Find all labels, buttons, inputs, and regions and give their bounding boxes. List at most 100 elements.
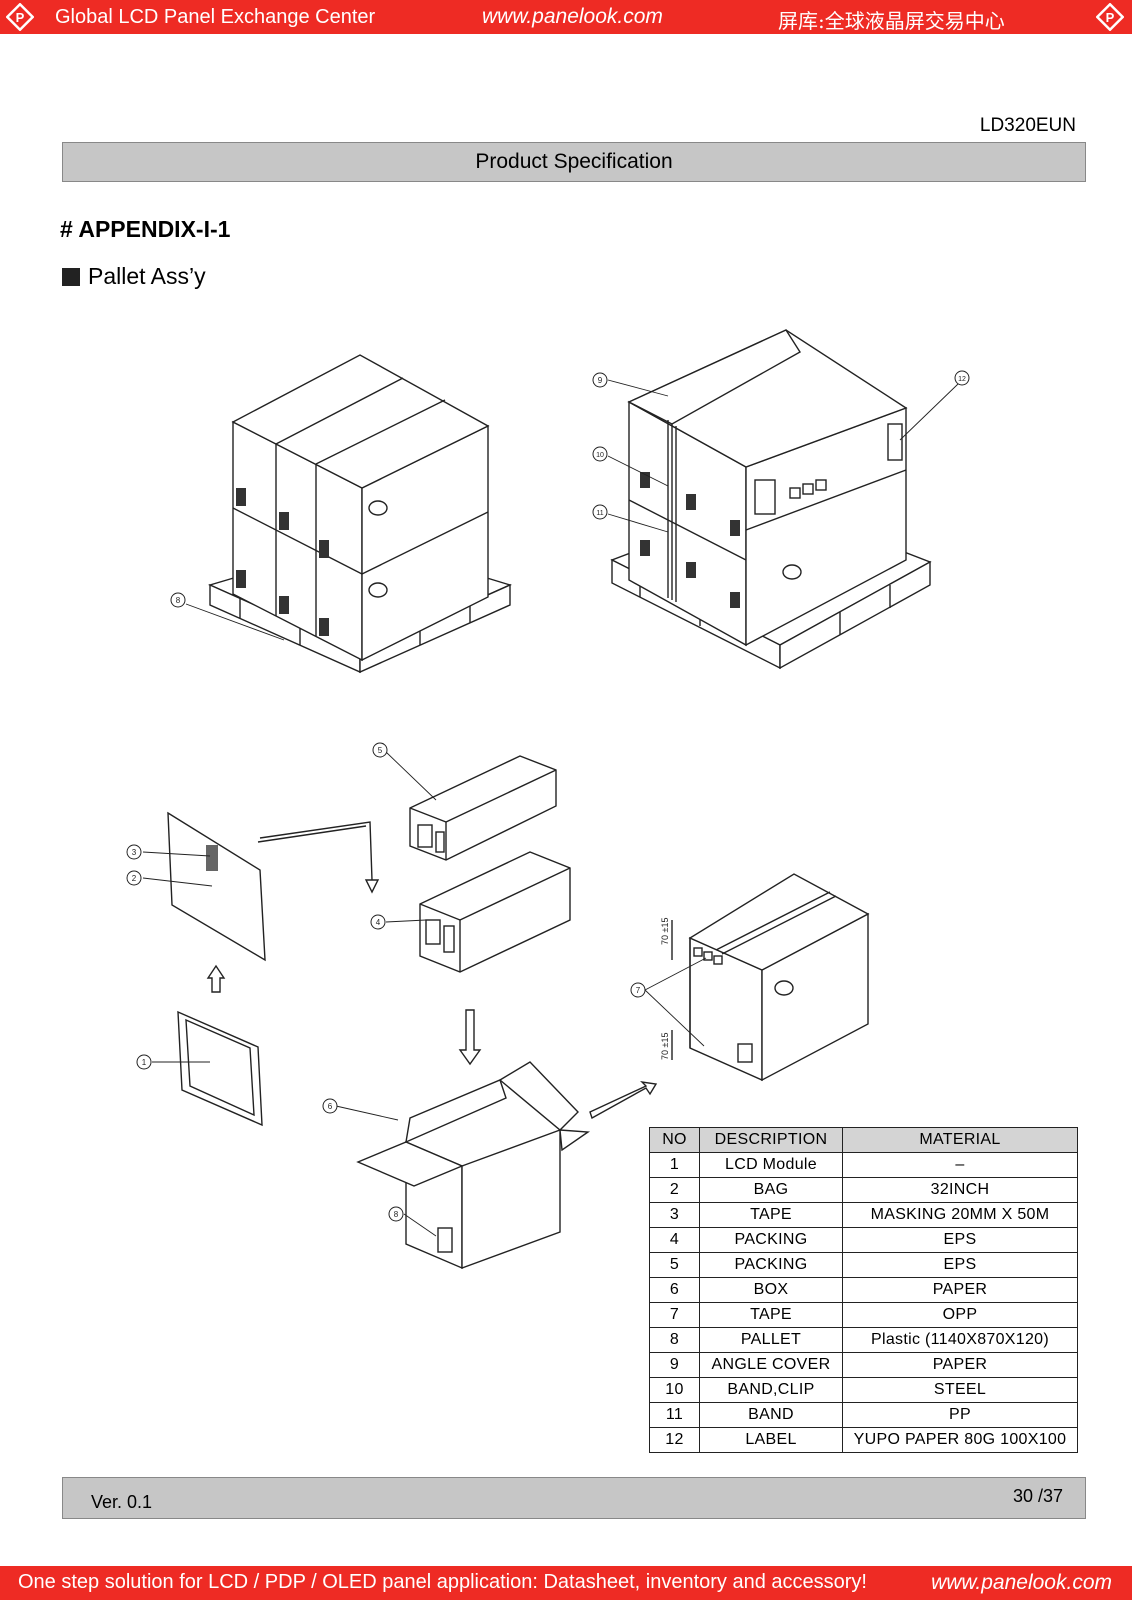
svg-text:P: P bbox=[1106, 10, 1115, 25]
header-url-link[interactable]: www.panelook.com bbox=[482, 5, 663, 28]
callout-marker-12: 12 bbox=[954, 370, 970, 386]
cell-no: 8 bbox=[649, 1327, 700, 1353]
callout-marker-7: 7 bbox=[630, 982, 646, 998]
callout-marker-3: 3 bbox=[126, 844, 142, 860]
callout-number: 2 bbox=[132, 874, 137, 883]
header-right-text: 屏库:全球液晶屏交易中心 bbox=[778, 9, 1005, 33]
cell-material: EPS bbox=[842, 1227, 1078, 1253]
model-number: LD320EUN bbox=[979, 115, 1076, 136]
cell-no: 7 bbox=[649, 1302, 700, 1328]
callout-marker-11: 11 bbox=[592, 504, 608, 520]
cell-description: TAPE bbox=[699, 1302, 843, 1328]
cell-no: 9 bbox=[649, 1352, 700, 1378]
cell-description: LABEL bbox=[699, 1427, 843, 1453]
svg-text:70 ±15: 70 ±15 bbox=[660, 1033, 670, 1060]
site-footer: One step solution for LCD / PDP / OLED p… bbox=[0, 1566, 1132, 1600]
callout-number: 10 bbox=[596, 452, 604, 459]
callout-marker-4: 4 bbox=[370, 914, 386, 930]
svg-text:70 ±15: 70 ±15 bbox=[660, 918, 670, 945]
col-header-no: NO bbox=[649, 1127, 700, 1153]
cell-material: PP bbox=[842, 1402, 1078, 1428]
version-label: Ver. 0.1 bbox=[91, 1492, 153, 1512]
panelook-logo-icon: P bbox=[6, 3, 34, 31]
pallet-assembly-left bbox=[207, 354, 512, 674]
callout-number: 9 bbox=[598, 376, 603, 385]
cell-description: PACKING bbox=[699, 1252, 843, 1278]
cell-description: TAPE bbox=[699, 1202, 843, 1228]
callout-marker-2: 2 bbox=[126, 870, 142, 886]
svg-text:P: P bbox=[16, 10, 25, 25]
appendix-heading: # APPENDIX-I-1 bbox=[60, 216, 231, 242]
callout-marker-10: 10 bbox=[592, 446, 608, 462]
spec-title: Product Specification bbox=[475, 150, 673, 173]
exploded-packing-view: 70 ±15 70 ±15 bbox=[167, 755, 870, 1270]
callout-number: 8 bbox=[394, 1210, 399, 1219]
cell-no: 6 bbox=[649, 1277, 700, 1303]
callout-number: 5 bbox=[378, 746, 383, 755]
cell-description: BOX bbox=[699, 1277, 843, 1303]
cell-material: MASKING 20MM X 50M bbox=[842, 1202, 1078, 1228]
callout-marker-6: 6 bbox=[322, 1098, 338, 1114]
cell-material: – bbox=[842, 1152, 1078, 1178]
section-title: Pallet Ass’y bbox=[88, 263, 206, 289]
cell-no: 2 bbox=[649, 1177, 700, 1203]
cell-material: Plastic (1140X870X120) bbox=[842, 1327, 1078, 1353]
cell-description: PACKING bbox=[699, 1227, 843, 1253]
cell-material: OPP bbox=[842, 1302, 1078, 1328]
callout-number: 6 bbox=[328, 1102, 333, 1111]
callout-marker-9: 9 bbox=[592, 372, 608, 388]
square-bullet-icon bbox=[62, 267, 80, 286]
cell-description: PALLET bbox=[699, 1327, 843, 1353]
cell-no: 1 bbox=[649, 1152, 700, 1178]
cell-material: YUPO PAPER 80G 100X100 bbox=[842, 1427, 1078, 1453]
callout-leaders bbox=[142, 379, 959, 1237]
cell-material: EPS bbox=[842, 1252, 1078, 1278]
footer-url-link[interactable]: www.panelook.com bbox=[931, 1571, 1112, 1594]
packing-drawing: 70 ±15 70 ±15 bbox=[142, 329, 959, 1270]
cell-description: BAG bbox=[699, 1177, 843, 1203]
cell-description: BAND,CLIP bbox=[699, 1377, 843, 1403]
footer-tagline: One step solution for LCD / PDP / OLED p… bbox=[18, 1571, 867, 1593]
callout-marker-5: 5 bbox=[372, 742, 388, 758]
callout-marker-8b: 8 bbox=[388, 1206, 404, 1222]
section-heading: Pallet Ass’y bbox=[62, 263, 206, 290]
callout-number: 4 bbox=[376, 918, 381, 927]
callout-number: 1 bbox=[142, 1058, 147, 1067]
table-header-row: NO DESCRIPTION MATERIAL bbox=[649, 1127, 1078, 1153]
cell-no: 10 bbox=[649, 1377, 700, 1403]
cell-description: LCD Module bbox=[699, 1152, 843, 1178]
page-footer: Ver. 0.1 30 /37 bbox=[62, 1477, 1086, 1519]
callout-number: 11 bbox=[596, 510, 603, 517]
callout-number: 8 bbox=[176, 596, 181, 605]
cell-no: 3 bbox=[649, 1202, 700, 1228]
cell-no: 11 bbox=[649, 1402, 700, 1428]
site-header: P Global LCD Panel Exchange Center www.p… bbox=[0, 0, 1132, 34]
callout-marker-8: 8 bbox=[170, 592, 186, 608]
panelook-logo-icon: P bbox=[1096, 3, 1124, 31]
callout-number: 3 bbox=[132, 848, 137, 857]
callout-number: 12 bbox=[958, 376, 966, 383]
callout-marker-1: 1 bbox=[136, 1054, 152, 1070]
cell-no: 4 bbox=[649, 1227, 700, 1253]
cell-no: 12 bbox=[649, 1427, 700, 1453]
cell-material: STEEL bbox=[842, 1377, 1078, 1403]
cell-description: ANGLE COVER bbox=[699, 1352, 843, 1378]
header-left-text: Global LCD Panel Exchange Center bbox=[55, 6, 376, 28]
spec-title-bar: Product Specification bbox=[62, 142, 1086, 182]
pallet-assembly-right bbox=[610, 329, 932, 670]
page-number: 30 /37 bbox=[1012, 1486, 1063, 1506]
cell-description: BAND bbox=[699, 1402, 843, 1428]
cell-material: 32INCH bbox=[842, 1177, 1078, 1203]
col-header-description: DESCRIPTION bbox=[699, 1127, 843, 1153]
